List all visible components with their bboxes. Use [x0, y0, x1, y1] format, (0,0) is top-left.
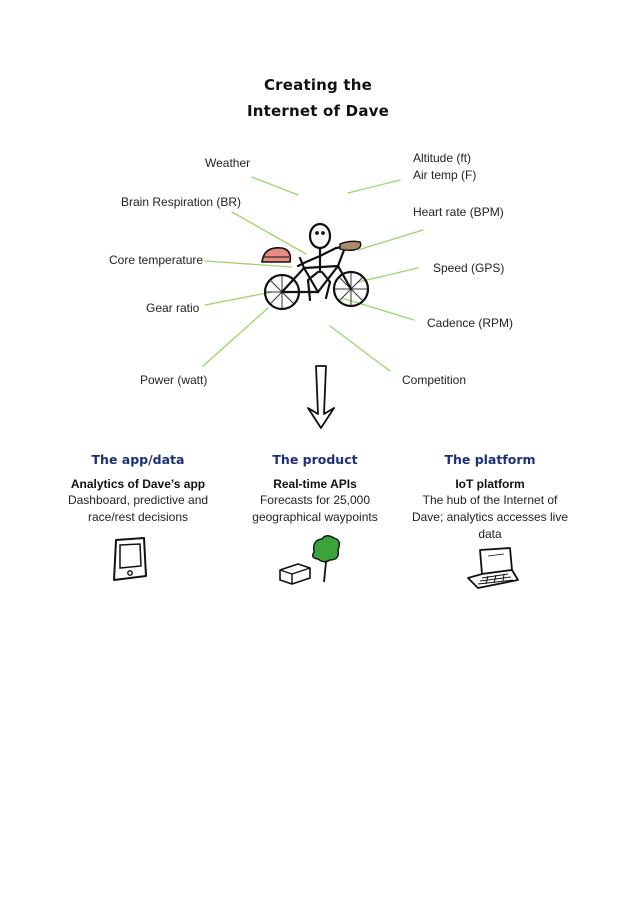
connector-cadence — [341, 297, 415, 321]
connector-gear-ratio — [204, 291, 273, 306]
connector-weather — [251, 176, 299, 196]
label-cadence: Cadence (RPM) — [427, 316, 514, 330]
column-app-data: The app/data Analytics of Dave’s app Das… — [53, 452, 223, 526]
label-brain-respiration: Brain Respiration (BR) — [121, 195, 242, 209]
down-arrow — [307, 365, 335, 429]
connector-brain-respiration — [231, 211, 307, 255]
label-power: Power (watt) — [140, 373, 208, 387]
column-product: The product Real-time APIs Forecasts for… — [230, 452, 400, 526]
front-wheel — [332, 270, 370, 308]
label-core-temperature: Core temperature — [109, 253, 204, 267]
label-heart-rate: Heart rate (BPM) — [413, 205, 504, 219]
label-gear-ratio: Gear ratio — [146, 301, 200, 315]
column-description-line: The hub of the Internet of — [422, 493, 558, 507]
connector-speed — [357, 267, 419, 283]
column-description-line: Forecasts for 25,000 — [259, 493, 371, 507]
column-description-line: geographical waypoints — [252, 510, 378, 524]
connector-power — [202, 307, 269, 367]
helmet-shape — [261, 246, 292, 263]
connector-altitude — [347, 179, 401, 194]
column-platform: The platform IoT platform The hub of the… — [405, 452, 575, 543]
diagram-title-line-2: Internet of Dave — [246, 102, 390, 120]
column-subheading: IoT platform — [455, 477, 525, 491]
label-air-temp: Air temp (F) — [413, 168, 477, 182]
diagram-title-line-1: Creating the — [263, 76, 373, 94]
label-weather: Weather — [205, 156, 251, 170]
laptop-icon — [467, 547, 519, 589]
rider-head — [308, 222, 332, 250]
saddle-shape — [339, 240, 362, 252]
cyclist-illustration — [263, 222, 370, 311]
column-description-line: Dashboard, predictive and — [67, 493, 209, 507]
column-subheading: Analytics of Dave’s app — [70, 477, 206, 491]
column-description-line: race/rest decisions — [87, 510, 189, 524]
phone-icon — [113, 537, 147, 581]
connector-heart-rate — [357, 229, 424, 251]
connector-competition — [329, 325, 391, 372]
connector-core-temperature — [204, 260, 293, 268]
column-subheading: Real-time APIs — [273, 477, 357, 491]
column-description-line: data — [478, 527, 502, 541]
label-competition: Competition — [402, 373, 467, 387]
tree-and-box-icon — [279, 535, 341, 585]
column-description-line: Dave; analytics accesses live — [411, 510, 569, 524]
column-heading: The product — [272, 452, 358, 467]
column-heading: The app/data — [91, 452, 185, 467]
label-speed: Speed (GPS) — [433, 261, 505, 275]
label-altitude: Altitude (ft) — [413, 151, 472, 165]
column-heading: The platform — [444, 452, 536, 467]
